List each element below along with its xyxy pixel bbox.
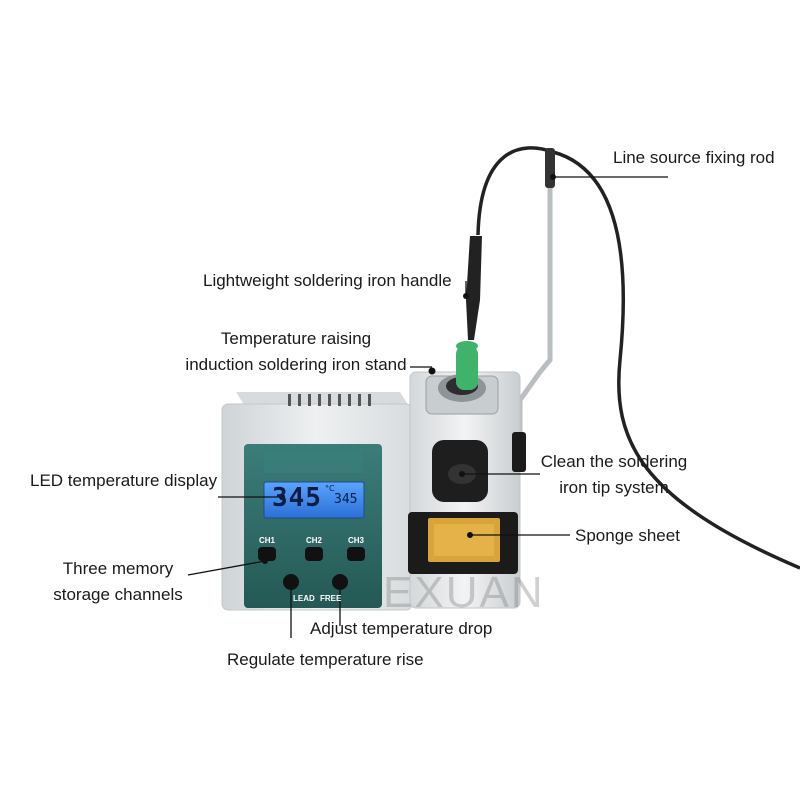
callout-handle: Lightweight soldering iron handle [203,271,452,290]
ch3-label: CH3 [348,536,365,545]
ch2-label: CH2 [306,536,323,545]
callout-stand-line1: Temperature raising [220,329,372,348]
callout-drop: Adjust temperature drop [310,619,493,638]
vent-slots [288,394,371,406]
callout-clean: Clean the soldering iron tip system [540,449,688,501]
lcd-main-temp: 345 [272,483,322,513]
ch2-button[interactable] [305,547,323,561]
lcd-set-temp: 345 [334,492,358,507]
callout-clean-line1: Clean the soldering [540,452,688,471]
free-label: FREE [320,594,342,603]
callout-rise: Regulate temperature rise [227,650,424,669]
watermark: EXUAN [383,568,545,617]
handle-grip-green [456,346,478,390]
lead-label: LEAD [293,594,315,603]
callout-clean-line2: iron tip system [559,478,669,497]
handle-cable [476,146,554,236]
rod-clip [545,148,555,188]
callout-led: LED temperature display [30,471,218,490]
ch1-label: CH1 [259,536,276,545]
callout-line-rod: Line source fixing rod [613,148,775,167]
callout-stand-line2: induction soldering iron stand [185,355,407,374]
panel-label [264,451,362,473]
callout-memory: Three memory storage channels [52,556,184,608]
callout-sponge: Sponge sheet [575,526,680,545]
power-cable [552,150,800,570]
temp-down-button[interactable] [332,574,348,590]
callout-memory-line2: storage channels [53,585,183,604]
ch1-button[interactable] [258,547,276,561]
handle-body [466,236,482,340]
leader-line-memory [187,560,266,576]
temp-up-button[interactable] [283,574,299,590]
lcd-screen [263,481,365,519]
callout-stand: Temperature raising induction soldering … [184,326,408,378]
fixing-rod [517,150,553,440]
lcd-unit: °C [325,484,335,493]
ch3-button[interactable] [347,547,365,561]
callout-memory-line1: Three memory [62,559,174,578]
